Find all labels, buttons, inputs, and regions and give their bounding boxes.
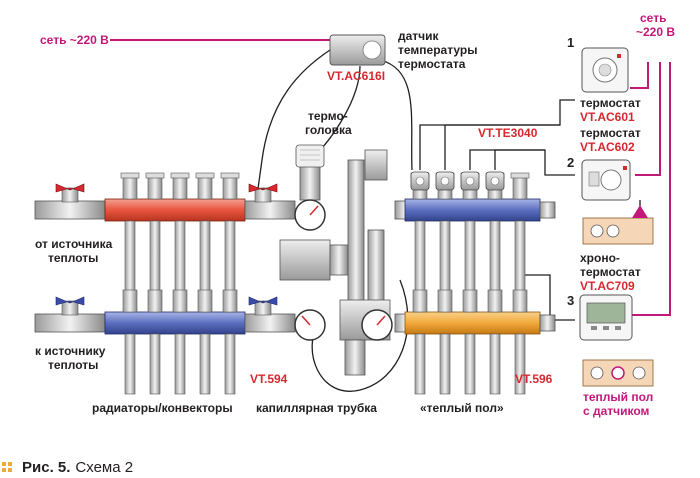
floor-box-3	[582, 359, 654, 387]
figure-caption: Рис. 5. Схема 2	[22, 459, 133, 476]
manifold-right-return	[394, 311, 556, 335]
manifold-left-return	[34, 311, 296, 335]
sensor-label-1: датчик	[398, 29, 440, 43]
mains-wires-right	[630, 62, 671, 316]
thermostat-1-label: термостат	[580, 96, 641, 110]
servo-actuator	[460, 171, 480, 191]
mains-label-right-1: сеть	[640, 11, 666, 25]
wire-t2b	[494, 149, 545, 170]
mixing-pump-group	[279, 144, 393, 376]
actuator-model: VT.TE3040	[478, 126, 538, 140]
thermohead-label-1: термо-	[308, 109, 348, 123]
sensor-label-2: температуры	[398, 43, 477, 57]
left-outlet	[195, 172, 215, 395]
to-source-label-2: теплоты	[48, 358, 98, 372]
mains-label-right-2: ~220 В	[636, 25, 675, 39]
floor-sensor-label-2: с датчиком	[583, 404, 650, 418]
thermostat-3-model: VT.AC709	[580, 279, 635, 293]
to-source-label-1: к источнику	[35, 344, 106, 358]
floor-sensor-label-1: теплый пол	[583, 390, 653, 404]
sensor-label-3: термостата	[398, 57, 466, 71]
ball-valve-blue-left	[55, 296, 85, 316]
capillary-to-left	[254, 49, 331, 211]
left-outlet	[120, 172, 140, 395]
thermostat-2-number: 2	[567, 155, 574, 170]
left-outlet	[220, 172, 240, 395]
thermostat-1-model: VT.AC601	[580, 110, 635, 124]
thermostat-2-device	[581, 159, 631, 201]
ball-valve-red-right	[248, 183, 278, 203]
left-outlet	[145, 172, 165, 395]
caption-marker	[2, 462, 12, 472]
servo-actuator	[435, 171, 455, 191]
left-manifold-outlets	[120, 172, 240, 395]
mains-label-left: сеть ~220 В	[40, 33, 109, 47]
sensor-model: VT.AC616I	[327, 69, 385, 83]
from-source-label-2: теплоты	[48, 251, 98, 265]
thermohead-label-2: головка	[305, 123, 352, 137]
figure-caption-prefix: Рис. 5.	[22, 459, 70, 476]
servo-actuator	[485, 171, 505, 191]
wire-t1b	[444, 124, 560, 170]
wire-t2	[469, 149, 575, 176]
capillary-label: капиллярная трубка	[256, 401, 377, 415]
manifold-left-supply	[34, 198, 296, 222]
thermohead	[295, 144, 325, 168]
thermostat-3-device	[579, 294, 633, 341]
thermostat-3-label-1: хроно-	[580, 251, 620, 265]
floor-box-2	[582, 205, 654, 245]
sensor-to-manifold	[379, 59, 413, 171]
pump-motor	[279, 239, 331, 281]
servo-actuators	[410, 171, 505, 191]
left-outlet	[170, 172, 190, 395]
manifold-right-supply	[394, 198, 556, 222]
thermostat-2-model: VT.AC602	[580, 140, 635, 154]
manifold-right-model: VT.596	[515, 372, 553, 386]
servo-actuator	[410, 171, 430, 191]
floor-label: «теплый пол»	[420, 401, 504, 415]
figure-caption-text: Схема 2	[75, 459, 133, 476]
thermostat-3-number: 3	[567, 293, 574, 308]
from-source-label-1: от источника	[35, 237, 113, 251]
thermostat-1-device	[581, 47, 629, 93]
thermostat-1-number: 1	[567, 35, 574, 50]
wire-t3	[520, 274, 575, 321]
radiators-label: радиаторы/конвекторы	[92, 401, 233, 415]
ball-valve-blue-right	[248, 296, 278, 316]
thermostat-2-label: термостат	[580, 126, 641, 140]
right-outlet	[510, 172, 530, 395]
sensor-device	[329, 34, 386, 66]
ball-valve-red-left	[55, 183, 85, 203]
thermostat-3-label-2: термостат	[580, 265, 641, 279]
manifold-left-model: VT.594	[250, 372, 288, 386]
